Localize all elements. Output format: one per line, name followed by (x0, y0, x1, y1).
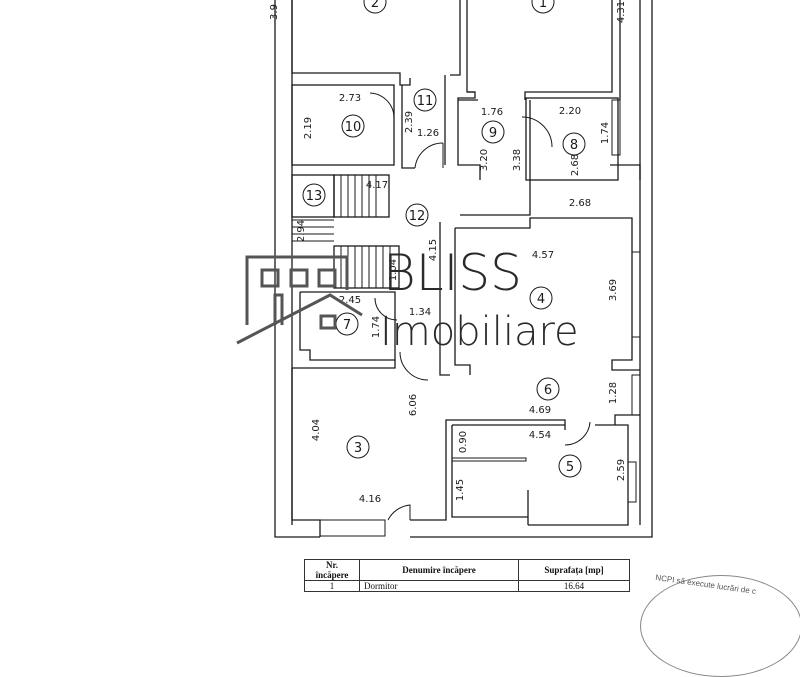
svg-text:11: 11 (417, 94, 434, 109)
room-number-10: 10 (341, 114, 365, 138)
room-3 (291, 360, 566, 537)
room-number-1: 1 (531, 0, 555, 14)
watermark-subtitle: Imobiliare (380, 309, 579, 355)
room-9 (458, 99, 553, 216)
dim-room4-height: 3.69 (608, 279, 619, 301)
svg-text:5: 5 (566, 460, 574, 475)
watermark-brand: BLISS (383, 244, 522, 302)
dim-room3-height: 4.04 (311, 419, 322, 441)
header-room-area: Suprafața [mp] (518, 559, 630, 581)
dim-room1-height: 4.31 (616, 1, 627, 23)
room-number-5: 5 (558, 454, 582, 478)
dim-room12-width: 1.34 (409, 307, 431, 318)
dim-room3-width: 4.16 (359, 494, 381, 505)
dim-room8-side: 1.74 (600, 122, 611, 144)
cell-room-number: 1 (304, 580, 360, 592)
dim-room10-height: 2.19 (303, 117, 314, 139)
svg-text:12: 12 (409, 209, 426, 224)
cell-room-area: 16.64 (518, 580, 630, 592)
room-7 (299, 291, 398, 361)
dim-room9-width: 1.76 (481, 107, 503, 118)
dimension-labels: 3.9 4.31 2.73 2.19 2.39 1.26 1.76 3.20 3… (269, 1, 627, 505)
svg-text:7: 7 (343, 318, 351, 333)
dim-stairs-height: 2.94 (296, 220, 307, 242)
header-room-name: Denumire încăpere (359, 559, 519, 581)
room-6 (614, 374, 641, 425)
room-number-13: 13 (302, 183, 326, 207)
room-2 (291, 0, 461, 86)
legend-header-row: Nr. încăpere Denumire încăpere Suprafața… (304, 559, 630, 581)
dim-room4-width: 4.57 (532, 250, 554, 261)
room-8 (525, 97, 641, 181)
room-12-walls (399, 222, 450, 381)
room-number-7: 7 (335, 312, 359, 336)
dim-room8-width: 2.20 (559, 106, 581, 117)
room-1 (457, 0, 621, 180)
room-4 (454, 217, 641, 375)
svg-text:13: 13 (306, 189, 323, 204)
dim-room8-height: 2.68 (570, 154, 581, 176)
dim-room5-height: 2.59 (616, 459, 627, 481)
room-10 (291, 84, 395, 166)
dim-room7-height: 1.74 (371, 316, 382, 338)
floor-plan: 3.9 4.31 2.73 2.19 2.39 1.26 1.76 3.20 3… (236, 0, 653, 538)
svg-text:6: 6 (544, 383, 552, 398)
watermark-logo: BLISS Imobiliare (236, 244, 579, 355)
dim-room7-width: 2.45 (339, 295, 361, 306)
cell-room-name: Dormitor (359, 580, 519, 592)
room-number-6: 6 (536, 377, 560, 401)
table-row: 1 Dormitor 16.64 (304, 580, 630, 592)
dim-room8-bottom: 2.68 (569, 198, 591, 209)
room-numbers: 1 2 3 4 5 6 7 8 9 10 11 12 13 (302, 0, 586, 478)
dim-room11-height: 2.39 (404, 111, 415, 133)
dim-room5-wc-a: 0.90 (458, 431, 469, 453)
svg-text:9: 9 (489, 126, 497, 141)
dim-room5-wc-b: 1.45 (455, 479, 466, 501)
dim-stairs-width: 4.17 (366, 180, 388, 191)
dim-stairs-small: 1.04 (388, 259, 399, 281)
svg-text:8: 8 (570, 138, 578, 153)
svg-text:10: 10 (345, 120, 362, 135)
svg-text:1: 1 (539, 0, 547, 11)
room-number-4: 4 (529, 286, 553, 310)
room-number-12: 12 (405, 203, 429, 227)
dim-room2-height: 3.9 (269, 4, 280, 20)
room-number-8: 8 (562, 132, 586, 156)
room-number-3: 3 (346, 435, 370, 459)
room-11-walls (401, 75, 446, 169)
dim-room9-height-a: 3.20 (479, 149, 490, 171)
house-logo-icon (236, 255, 363, 345)
room-number-9: 9 (481, 120, 505, 144)
room-number-2: 2 (363, 0, 387, 14)
room-legend-table: Nr. încăpere Denumire încăpere Suprafața… (304, 559, 630, 592)
dim-room5-width: 4.54 (529, 430, 551, 441)
dim-room3-diagonal: 6.06 (408, 394, 419, 416)
header-room-number: Nr. încăpere (304, 559, 360, 581)
svg-text:2: 2 (371, 0, 379, 11)
svg-text:3: 3 (354, 441, 362, 456)
dim-room9-height-b: 3.38 (512, 149, 523, 171)
dim-room11-width: 1.26 (417, 128, 439, 139)
dim-room6-width: 4.69 (529, 405, 551, 416)
dim-room12-height: 4.15 (428, 239, 439, 261)
dim-room6-height: 1.28 (608, 382, 619, 404)
dim-room10-width: 2.73 (339, 93, 361, 104)
room-5 (451, 421, 637, 526)
room-number-11: 11 (413, 88, 437, 112)
svg-text:4: 4 (537, 292, 545, 307)
